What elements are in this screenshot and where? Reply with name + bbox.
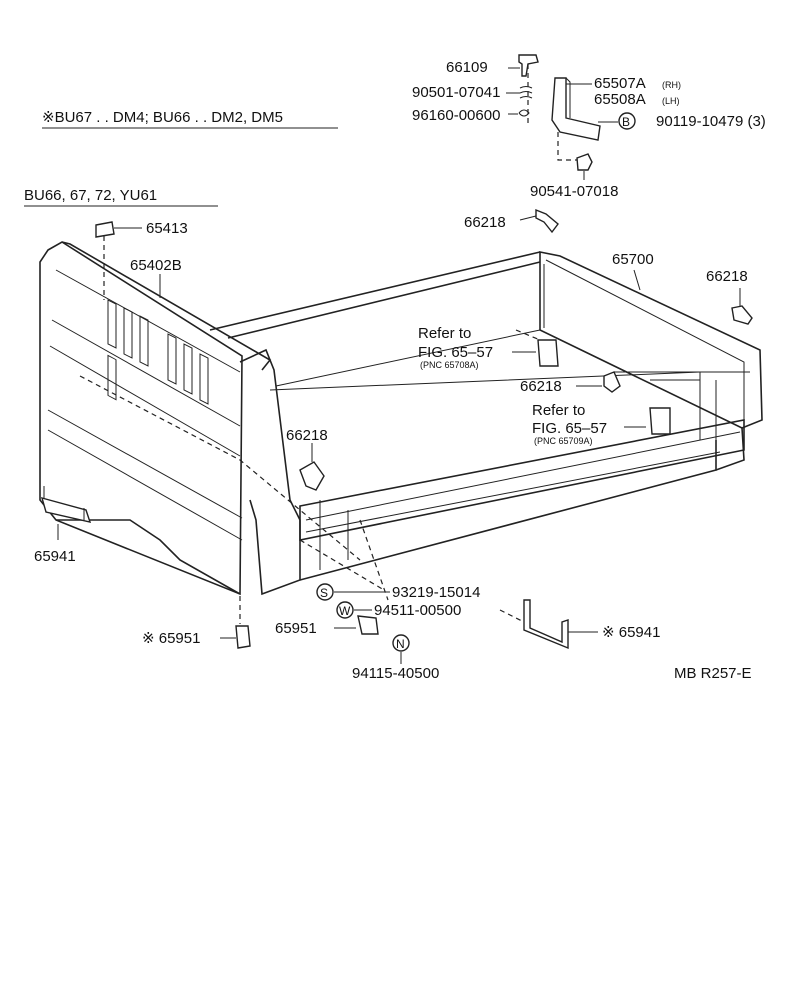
clip-96160-icon [518,109,530,117]
badge-n-icon [392,634,410,652]
label-65700[interactable]: 65700 [612,251,654,268]
leader-65700 [633,269,641,291]
badge-n: N [396,637,405,651]
label-94511-00500[interactable]: 94511-00500 [374,602,461,619]
clip-66218-top-icon [535,208,559,234]
label-65951-left[interactable]: ※ 65951 [142,630,200,647]
stay-65941-right-icon [523,599,569,650]
near-side-rail-details [305,431,741,570]
refer1-link[interactable]: FIG. 65–57 [418,344,493,361]
label-65507a[interactable]: 65507A [594,75,646,92]
bolt-66109-icon [518,54,539,77]
front-panel [39,241,243,596]
label-65413[interactable]: 65413 [146,220,188,237]
label-65402b[interactable]: 65402B [130,257,182,274]
nut-90541-icon [576,153,593,171]
hinge-dash-lines [527,64,580,161]
refer2-line1: Refer to [532,402,585,419]
label-65508a-side: (LH) [662,96,680,106]
clip-66218-left-icon [299,461,325,491]
leader-66218-top [519,215,537,221]
bed-dash-lines [79,375,389,624]
clip-66218-mid-icon [603,371,621,393]
refer1-pnc: (PNC 65708A) [420,360,479,370]
truck-bed [39,241,763,596]
step-left-supports [43,486,85,520]
hinge-65709a-icon [649,407,671,435]
label-90501-07041[interactable]: 90501-07041 [412,84,500,101]
hinge-65708a-icon [537,339,559,367]
label-66218-left[interactable]: 66218 [286,427,328,444]
front-panel-ribs [47,269,243,541]
bracket-edge [565,77,571,118]
variant-note: ※BU67 . . DM4; BU66 . . DM2, DM5 [42,109,283,126]
near-bottom-rail [299,440,717,581]
badge-w: W [339,604,351,618]
front-panel-slots [107,299,209,405]
bed-floor-lines [269,329,701,391]
label-90541-07018[interactable]: 90541-07018 [530,183,618,200]
left-skirt [56,519,241,595]
clip-66218-right-icon [731,305,753,325]
rear-panel-inner [543,259,745,428]
rear-floor-lines [614,371,750,381]
corner-post [239,348,301,596]
hinge-assembly [518,54,601,171]
label-66218-right[interactable]: 66218 [706,268,748,285]
label-93219-15014[interactable]: 93219-15014 [392,584,480,601]
badge-w-icon [336,601,354,619]
label-66109[interactable]: 66109 [446,59,488,76]
label-65951-mid[interactable]: 65951 [275,620,317,637]
refer2-pnc: (PNC 65709A) [534,436,593,446]
badge-b-icon [618,112,636,130]
dash-refer1 [515,329,541,341]
front-panel-top-edge [61,241,272,371]
label-96160-00600[interactable]: 96160-00600 [412,107,500,124]
bracket-65951-mid-icon [357,615,379,635]
refer1-line1: Refer to [418,325,471,342]
label-66218-top[interactable]: 66218 [464,214,506,231]
label-90119-10479[interactable]: 90119-10479 (3) [656,113,766,130]
rear-posts [699,372,717,470]
label-94115-40500[interactable]: 94115-40500 [352,665,439,682]
refer2-link[interactable]: FIG. 65–57 [532,420,607,437]
step-65941-left-icon [40,496,92,523]
badge-b: B [622,115,630,129]
bracket-65951-left-icon [235,625,251,649]
label-66218-mid[interactable]: 66218 [520,378,562,395]
label-65508a[interactable]: 65508A [594,91,646,108]
label-65941-left[interactable]: 65941 [34,548,76,565]
model-note: BU66, 67, 72, YU61 [24,187,157,204]
far-side-rail [209,251,541,339]
label-65941-right[interactable]: ※ 65941 [602,624,660,641]
spring-washer-icon [519,86,533,99]
bracket-65413-icon [95,221,115,238]
drawing-code: MB R257-E [674,665,752,682]
label-65507a-side: (RH) [662,80,681,90]
badge-s-icon [316,583,334,601]
dash-65941-right [499,609,525,623]
badge-s: S [320,586,328,600]
rear-corner [715,427,745,471]
bracket-65507a-icon [551,77,601,141]
